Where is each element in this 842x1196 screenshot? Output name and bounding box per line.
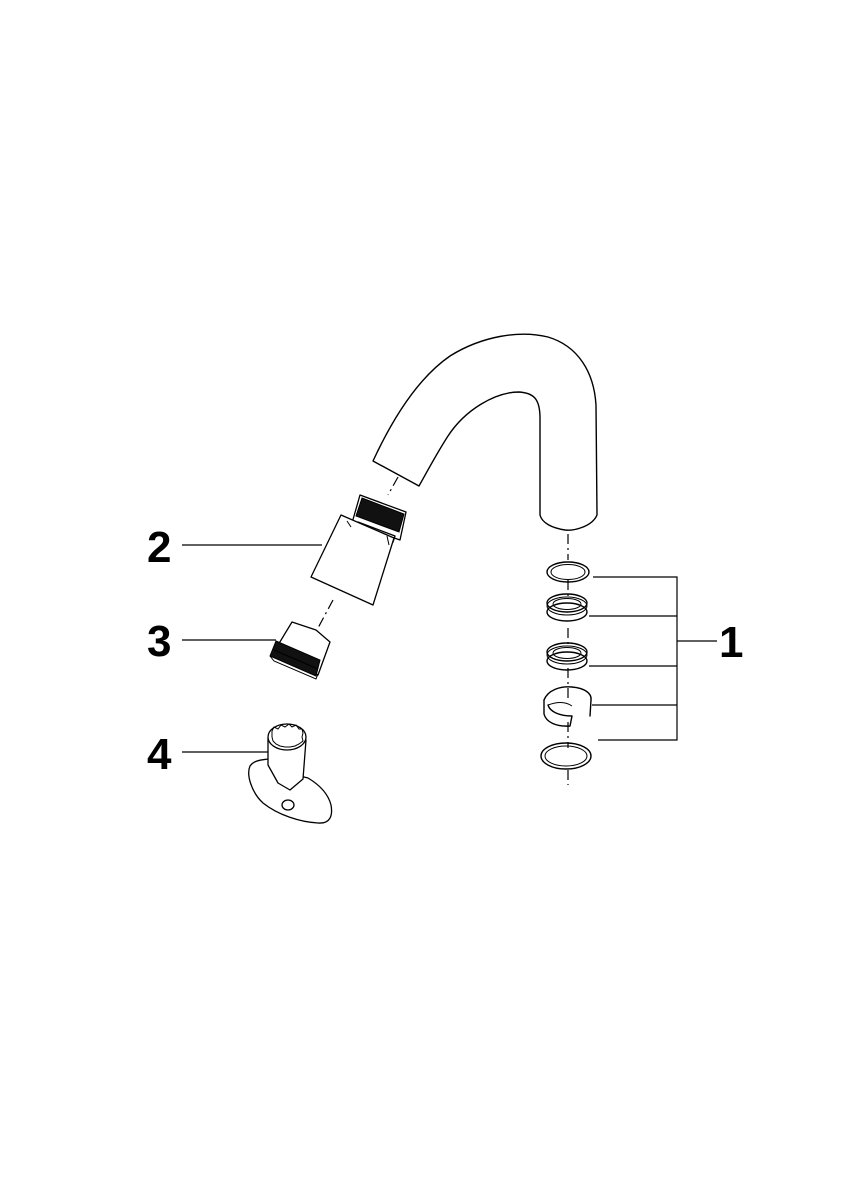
center-axis-left	[317, 476, 399, 629]
spout-body	[372, 333, 598, 531]
part-1-o-ring-top	[546, 561, 590, 583]
part-2-flow-adapter	[310, 494, 407, 606]
part-1-seal-set	[540, 561, 592, 770]
callout-1: 1	[719, 618, 744, 667]
leader-lines	[182, 544, 717, 753]
leader-line-1-bracket	[593, 576, 678, 741]
callout-4: 4	[147, 730, 172, 779]
part-4-aerator-key	[248, 723, 333, 824]
part-3-aerator	[269, 621, 331, 680]
part-1-threaded-ring-upper	[546, 593, 588, 622]
part-1-split-sleeve	[543, 686, 592, 727]
part-1-o-ring-bottom	[540, 742, 592, 770]
callout-2: 2	[147, 523, 172, 572]
callout-3: 3	[147, 617, 172, 666]
part-1-threaded-ring-lower	[546, 642, 588, 671]
